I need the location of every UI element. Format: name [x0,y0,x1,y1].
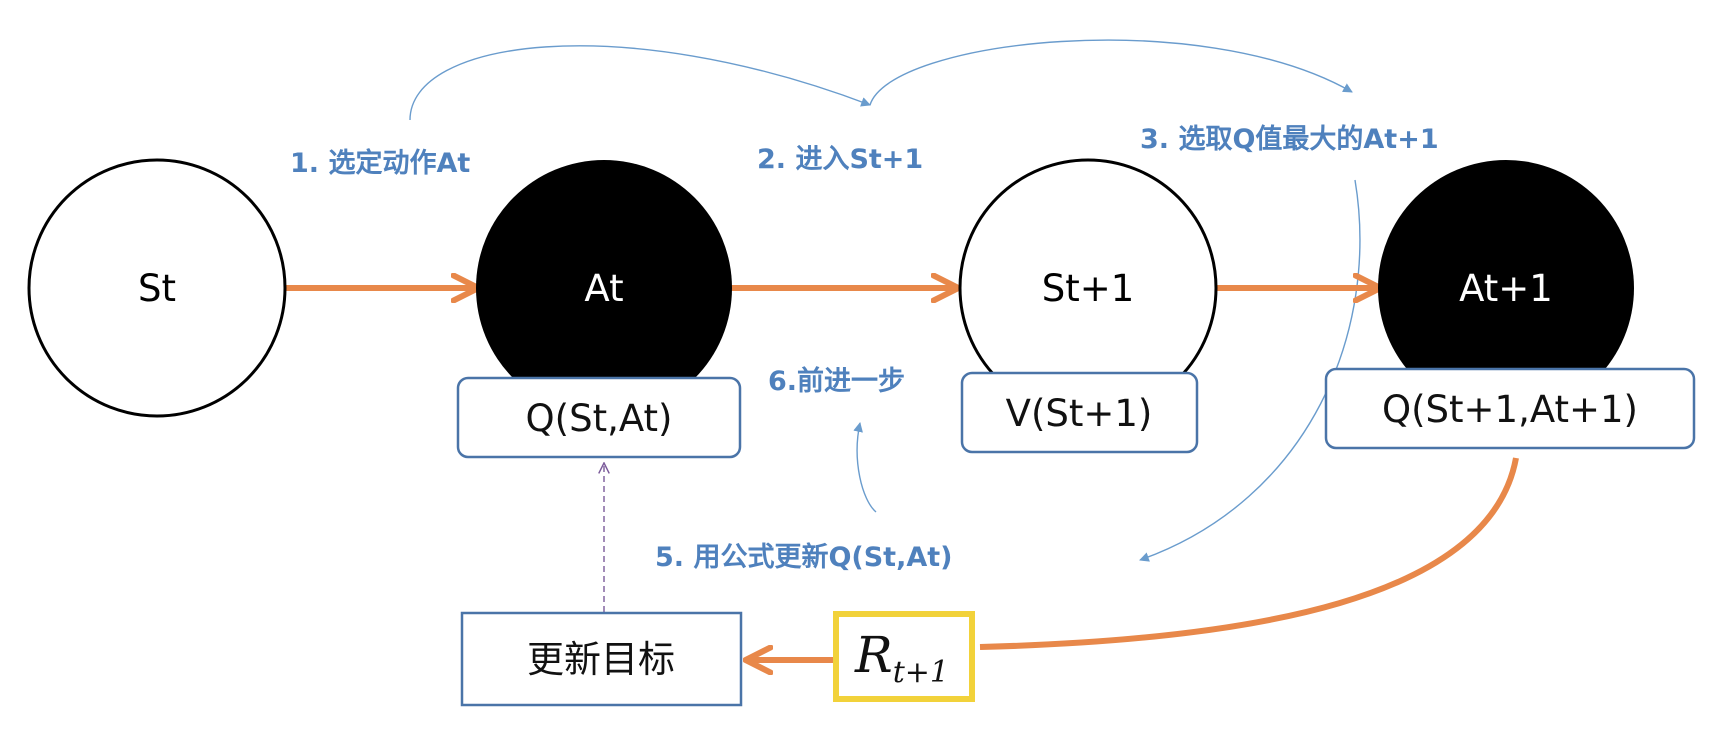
q-st-at-box [456,376,742,459]
q-st-at-box-label: Q(St,At) [526,397,673,440]
step2-label: 2. 进入St+1 [757,144,923,175]
reward-subscript: t+1 [893,655,949,690]
v-st1-box-label: V(St+1) [1006,392,1153,435]
action-node-at1 [1378,160,1634,416]
reward-label: Rt+1 [854,626,949,690]
action-node-at [476,160,732,416]
step1-arc-arrow [409,45,871,121]
reward-symbol: R [854,626,893,684]
q-st1-at1-box [1324,367,1696,450]
state-node-st-label: St [138,267,176,310]
step3-label: 3. 选取Q值最大的At+1 [1140,123,1439,155]
step6-up-arrow [853,422,877,513]
step5-label: 5. 用公式更新Q(St,At) [655,541,953,573]
step2-arc-arrow [869,39,1353,106]
update-target-box [460,611,743,707]
action-node-at1-label: At+1 [1459,267,1553,310]
step6-label: 6.前进一步 [768,365,905,397]
action-node-at-label: At [584,267,623,310]
q-to-reward-arrow [979,457,1519,650]
v-st1-box [960,371,1199,454]
q-st1-at1-box-label: Q(St+1,At+1) [1382,388,1638,431]
state-node-st1-label: St+1 [1042,267,1135,310]
update-target-label: 更新目标 [527,638,675,681]
reward-box [833,611,975,702]
step1-label: 1. 选定动作At [290,147,470,179]
step3-down-arrow [1139,179,1361,562]
state-node-st [27,158,287,418]
